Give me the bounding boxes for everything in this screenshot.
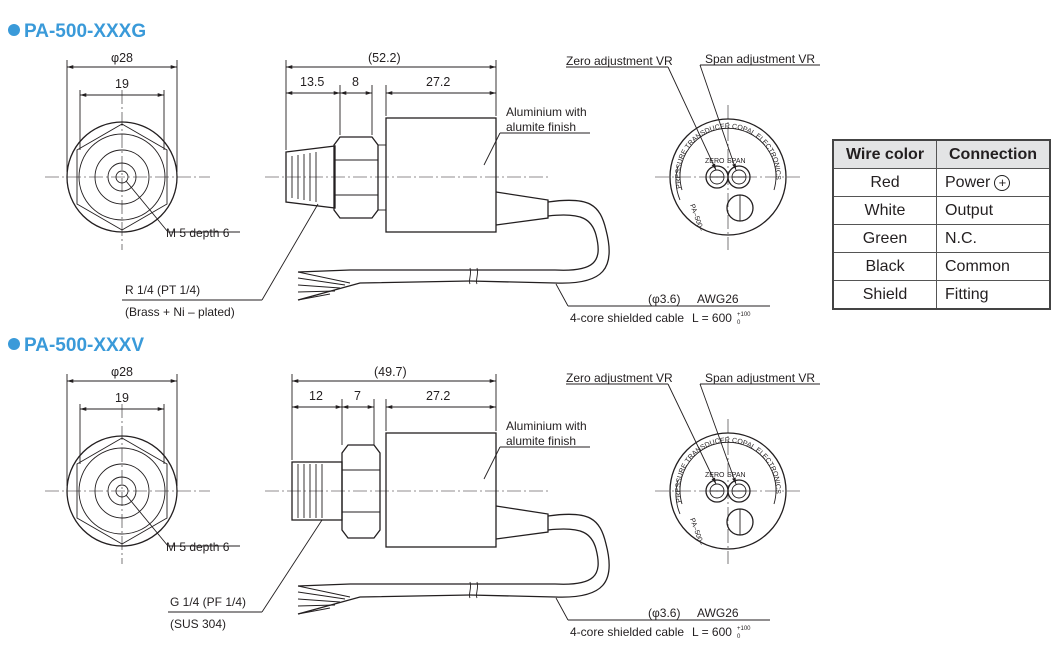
dim-3: 27.2	[426, 389, 450, 403]
wire-color-cell: Red	[832, 168, 937, 197]
front-view: φ28 19 M 5 depth 6	[45, 51, 240, 250]
model-title: PA-500-XXXG	[24, 21, 146, 42]
header-wire-color: Wire color	[832, 139, 937, 169]
cable-length: L = 600	[692, 625, 732, 639]
dim-hex: 19	[115, 77, 129, 91]
plus-symbol-icon: +	[994, 174, 1011, 191]
span-label: SPAN	[727, 472, 746, 479]
dim-2: 8	[352, 75, 359, 89]
connection-cell: Fitting	[936, 280, 1051, 310]
zero-label: ZERO	[705, 158, 725, 165]
connection-cell: Common	[936, 252, 1051, 281]
front-view: φ28 19 M 5 depth 6	[45, 365, 240, 564]
cable-tol-dn: 0	[737, 634, 741, 640]
wire-color-cell: Green	[832, 224, 937, 253]
section-pa-500-xxxv: PA-500-XXXV φ28 19 M 5 depth 6	[8, 335, 820, 640]
span-vr-label: Span adjustment VR	[705, 371, 815, 385]
title-bullet	[8, 338, 20, 350]
cable-type: 4-core shielded cable	[570, 311, 684, 325]
port-label: R 1/4 (PT 1/4)	[125, 283, 200, 297]
dim-overall: (52.2)	[368, 51, 401, 65]
table-row: Red Power+	[832, 168, 1051, 197]
cable-awg: AWG26	[697, 292, 739, 306]
cable-type: 4-core shielded cable	[570, 625, 684, 639]
zero-vr-label: Zero adjustment VR	[566, 54, 673, 68]
dim-overall: (49.7)	[374, 365, 407, 379]
section-pa-500-xxxg: PA-500-XXXG φ28 19 M 5 depth 6	[8, 21, 820, 326]
cable-tol-up: +100	[737, 626, 751, 632]
dim-2: 7	[354, 389, 361, 403]
title-bullet	[8, 24, 20, 36]
thread-label: M 5 depth 6	[166, 226, 230, 240]
zero-vr-label: Zero adjustment VR	[566, 371, 673, 385]
table-row: White Output	[832, 196, 1051, 225]
header-connection: Connection	[936, 139, 1051, 169]
side-view: (52.2) 13.5 8 27.2 Aluminium with alumit…	[122, 51, 770, 326]
table-row: Green N.C.	[832, 224, 1051, 253]
dim-diameter: φ28	[111, 51, 133, 65]
pa-text: PA–500–	[688, 517, 704, 546]
body-note-2: alumite finish	[506, 434, 576, 448]
thread-label: M 5 depth 6	[166, 540, 230, 554]
dim-hex: 19	[115, 391, 129, 405]
table-row: Shield Fitting	[832, 280, 1051, 310]
connection-cell: N.C.	[936, 224, 1051, 253]
cable-tol-dn: 0	[737, 320, 741, 326]
port-material: (Brass + Ni – plated)	[125, 305, 235, 319]
connection-cell: Output	[936, 196, 1051, 225]
connection-text: Power	[945, 173, 991, 191]
wire-color-cell: White	[832, 196, 937, 225]
cable-tol-up: +100	[737, 312, 751, 318]
cable-dia: (φ3.6)	[648, 606, 680, 620]
dim-1: 12	[309, 389, 323, 403]
port-material: (SUS 304)	[170, 617, 226, 631]
body-note-2: alumite finish	[506, 120, 576, 134]
zero-label: ZERO	[705, 472, 725, 479]
back-view: PRESSURE TRANSDUCER COPAL ELECTRONICS PA…	[566, 52, 820, 250]
body-note-1: Aluminium with	[506, 419, 587, 433]
span-vr-label: Span adjustment VR	[705, 52, 815, 66]
dim-diameter: φ28	[111, 365, 133, 379]
cable-dia: (φ3.6)	[648, 292, 680, 306]
model-title: PA-500-XXXV	[24, 335, 144, 356]
connection-cell: Power+	[936, 168, 1051, 197]
wire-color-cell: Shield	[832, 280, 937, 310]
port-label: G 1/4 (PF 1/4)	[170, 595, 246, 609]
back-view: PRESSURE TRANSDUCER COPAL ELECTRONICS PA…	[566, 371, 820, 564]
wire-color-table: Wire color Connection Red Power+ White O…	[832, 139, 1051, 310]
wire-color-cell: Black	[832, 252, 937, 281]
side-view: (49.7) 12 7 27.2 Aluminium with alumite …	[168, 365, 770, 640]
dim-1: 13.5	[300, 75, 324, 89]
dim-3: 27.2	[426, 75, 450, 89]
pa-text: PA–500–	[688, 203, 704, 232]
table-header-row: Wire color Connection	[832, 139, 1051, 169]
table-row: Black Common	[832, 252, 1051, 281]
span-label: SPAN	[727, 158, 746, 165]
body-note-1: Aluminium with	[506, 105, 587, 119]
cable-awg: AWG26	[697, 606, 739, 620]
cable-length: L = 600	[692, 311, 732, 325]
